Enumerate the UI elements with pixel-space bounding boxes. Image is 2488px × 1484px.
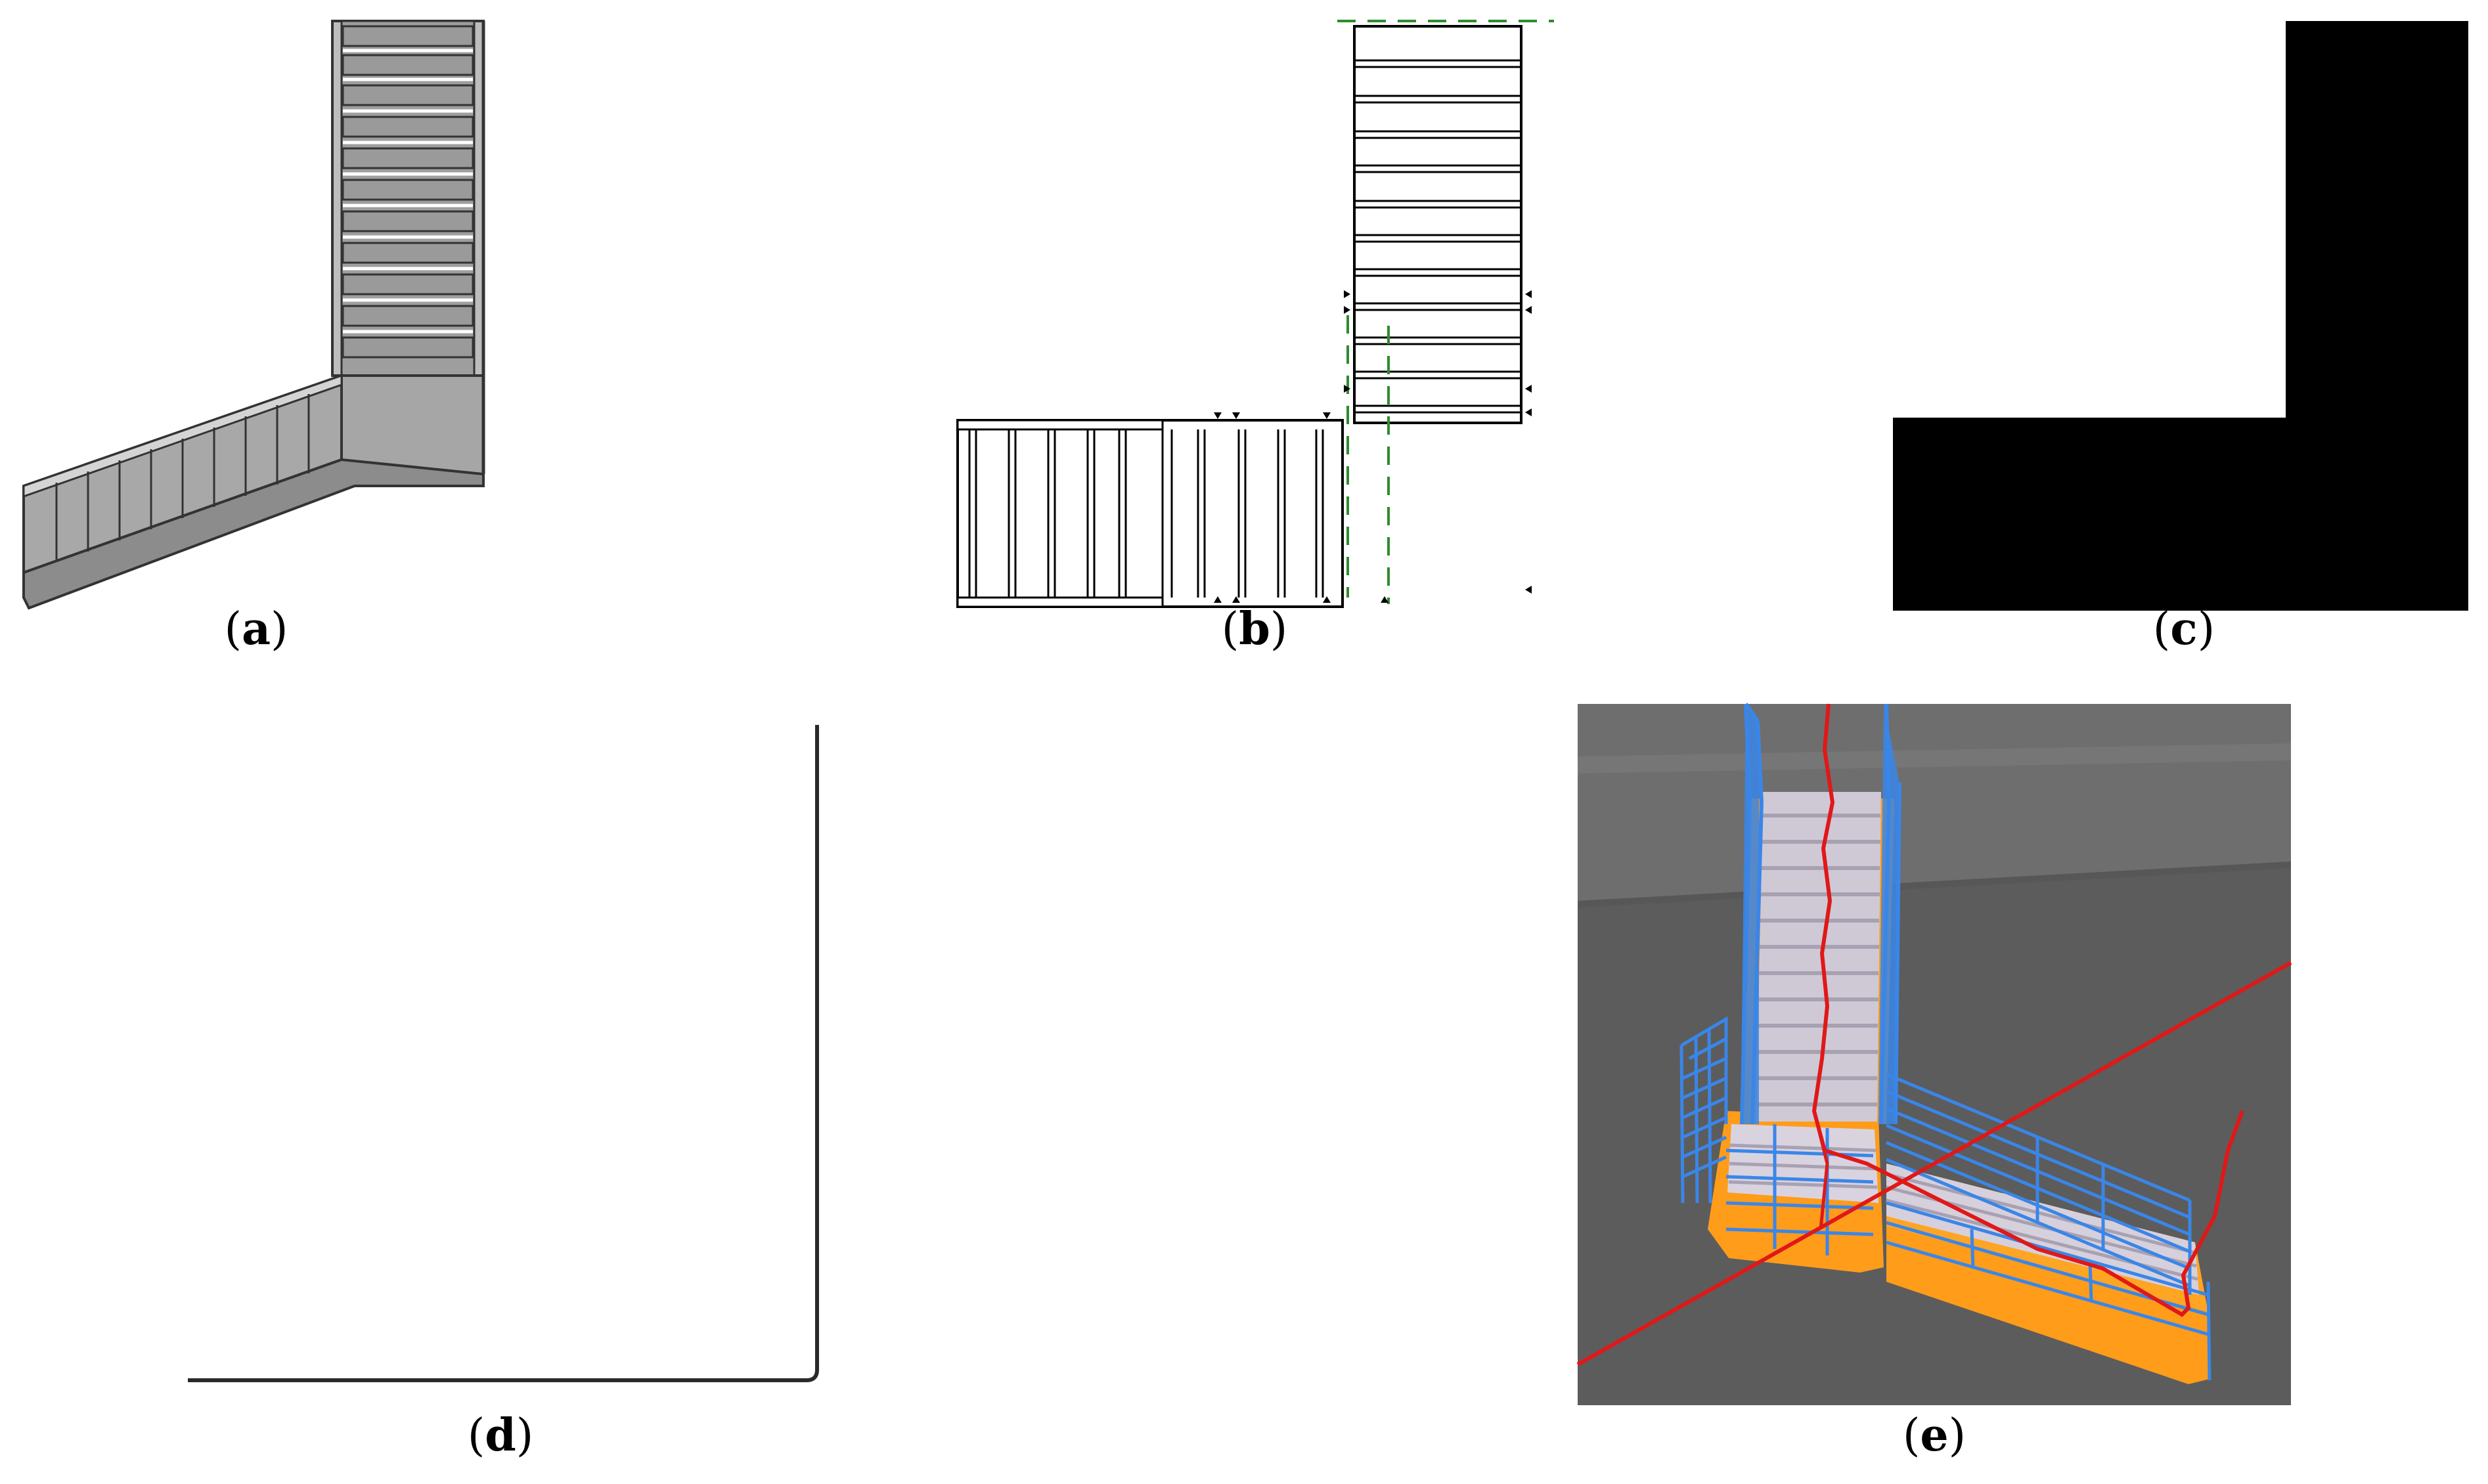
caption-b: (b) [1221,603,1288,655]
panel-d [0,696,920,1418]
caption-c: (c) [2152,603,2215,655]
caption-d: (d) [467,1409,534,1462]
stair-3d-render [1576,703,2292,1405]
panel-c [1878,0,2488,624]
stair-silhouette [1893,21,2468,611]
stair-plan-drawing [956,20,1554,608]
panel-b [920,0,1576,624]
panel-a [0,0,525,624]
panel-e [1576,703,2292,1405]
path-line [1811,703,2244,1317]
stair-outline [188,725,819,1382]
caption-a: (a) [224,603,288,655]
caption-e: (e) [1902,1409,1966,1462]
stair-3d-gray-model [22,20,485,610]
